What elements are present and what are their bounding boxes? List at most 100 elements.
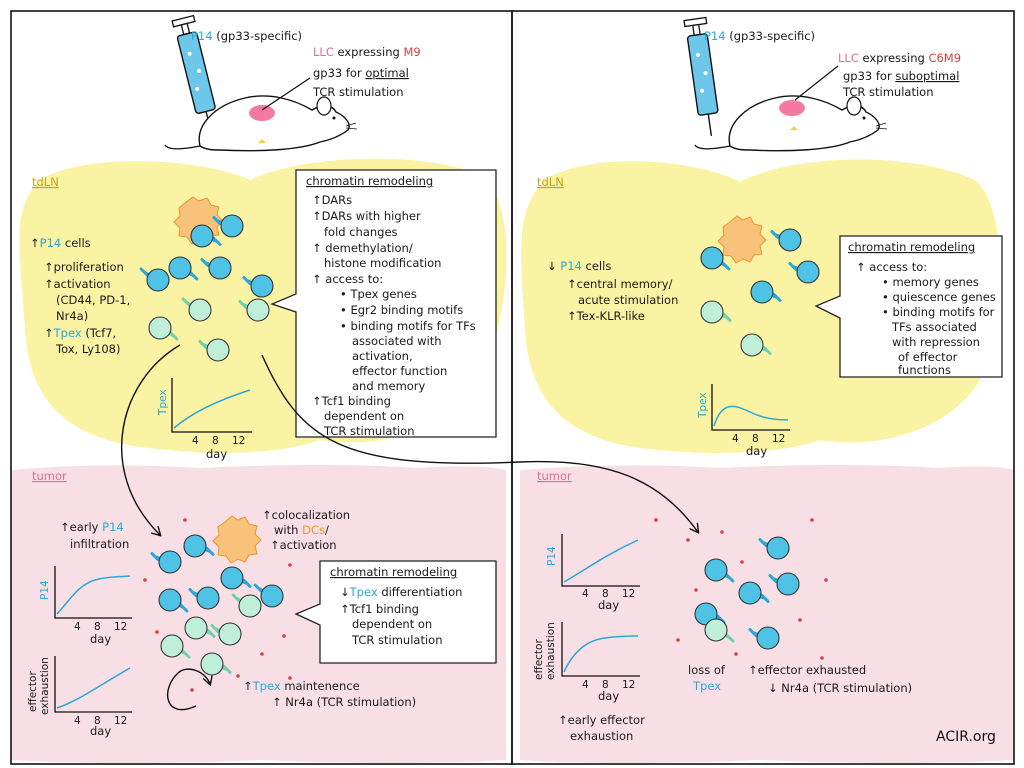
svg-text:day: day [598, 598, 619, 612]
svg-text:Tox, Ly108): Tox, Ly108) [55, 342, 120, 356]
svg-text:4: 4 [582, 679, 589, 691]
chromatin-box-tdln-left [270, 169, 497, 438]
antigen-dot [740, 560, 744, 564]
svg-text:8: 8 [602, 588, 609, 600]
svg-text:day: day [206, 447, 227, 461]
antigen-dot [288, 676, 292, 680]
plot-effector-right: effector exhaustion 4 8 12 day [533, 622, 640, 703]
t-cell-effector [190, 224, 222, 248]
tumor-label: tumor [32, 469, 67, 483]
t-cell-effector [158, 588, 189, 613]
svg-text:↑Tex-KLR-like: ↑Tex-KLR-like [567, 309, 645, 323]
svg-text:exhaustion: exhaustion [545, 622, 557, 680]
t-cell-effector [242, 274, 274, 298]
svg-text:loss of: loss of [688, 663, 726, 677]
plot-tpex-right: Tpex 4 8 12 day [697, 384, 790, 458]
svg-text:↑activation: ↑activation [270, 538, 337, 552]
t-cell-effector [768, 572, 800, 596]
antigen-dot [288, 563, 292, 567]
chromatin-box-tumor-left [294, 560, 497, 664]
svg-text:histone modification: histone modification [324, 256, 441, 270]
t-cell-effector [188, 586, 220, 610]
svg-text:4: 4 [582, 588, 589, 600]
svg-text:• quiescence genes: • quiescence genes [882, 290, 996, 304]
t-cell-tpex [700, 300, 732, 324]
t-cell-tpex [231, 593, 262, 618]
svg-text:TFs associated: TFs associated [891, 320, 977, 334]
tdln-label: tdLN [32, 175, 59, 189]
svg-text:12: 12 [114, 715, 127, 727]
svg-text:Tpex: Tpex [692, 679, 721, 693]
t-cell-effector [168, 256, 199, 281]
chromatin-list-left-tdln: ↑DARs ↑DARs with higher fold changes ↑ d… [312, 193, 476, 438]
svg-text:dependent on: dependent on [352, 617, 432, 631]
svg-text:↓ P14 cells: ↓ P14 cells [547, 259, 611, 273]
dendritic-cell-icon-tumor [212, 515, 262, 564]
svg-text:12: 12 [114, 621, 127, 633]
svg-text:exhaustion: exhaustion [39, 657, 51, 715]
tumor-region-right [520, 465, 1014, 763]
t-cell-effector [139, 267, 170, 292]
svg-text:12: 12 [232, 435, 245, 447]
svg-text:↑colocalization: ↑colocalization [262, 508, 350, 522]
plot-effector-left: effector exhaustion 4 8 12 day [27, 656, 132, 738]
svg-text:Nr4a): Nr4a) [56, 309, 88, 323]
svg-text:↑proliferation: ↑proliferation [44, 260, 124, 274]
antigen-dot [676, 638, 680, 642]
antigen-dot [824, 578, 828, 582]
svg-text:↑P14 cells: ↑P14 cells [30, 236, 91, 250]
svg-text:• binding motifs for: • binding motifs for [882, 305, 995, 319]
svg-text:↑central memory/: ↑central memory/ [567, 277, 673, 291]
t-cell-effector [738, 581, 770, 605]
svg-text:↓ Nr4a (TCR stimulation): ↓ Nr4a (TCR stimulation) [768, 681, 912, 695]
cells-layer [139, 214, 820, 676]
t-cell-effector [788, 260, 820, 284]
antigen-dot [810, 518, 814, 522]
svg-text:↑DARs with higher: ↑DARs with higher [312, 209, 421, 223]
svg-text:(CD44, PD-1,: (CD44, PD-1, [56, 293, 130, 307]
t-cell-tpex [181, 297, 212, 322]
svg-text:↑effector exhausted: ↑effector exhausted [748, 663, 866, 677]
svg-text:• Tpex genes: • Tpex genes [340, 287, 417, 301]
svg-text:effector function: effector function [352, 364, 447, 378]
svg-text:12: 12 [772, 433, 785, 445]
svg-text:8: 8 [602, 679, 609, 691]
svg-text:↑ Nr4a (TCR stimulation): ↑ Nr4a (TCR stimulation) [272, 695, 416, 709]
svg-text:of effector: of effector [898, 350, 958, 364]
t-cell-tpex [704, 618, 735, 643]
panel-right [511, 10, 1015, 765]
antigen-dot [720, 530, 724, 534]
svg-text:LLC expressing M9: LLC expressing M9 [313, 45, 421, 59]
svg-text:day: day [598, 689, 619, 703]
svg-text:P14 (gp33-specific): P14 (gp33-specific) [704, 29, 815, 43]
svg-text:day: day [90, 724, 111, 738]
tumor-region-left [12, 465, 506, 763]
svg-text:gp33 for suboptimal: gp33 for suboptimal [843, 69, 959, 83]
svg-text:Tpex: Tpex [157, 389, 169, 416]
antigen-dot [694, 588, 698, 592]
svg-text:↑Tpex maintenence: ↑Tpex maintenence [243, 679, 360, 693]
t-cell-effector [183, 534, 215, 558]
svg-text:↑ demethylation/: ↑ demethylation/ [312, 241, 413, 255]
svg-text:LLC expressing C6M9: LLC expressing C6M9 [838, 51, 961, 65]
svg-text:↓Tpex differentiation: ↓Tpex differentiation [340, 585, 462, 599]
svg-text:day: day [90, 632, 111, 646]
svg-text:4: 4 [74, 621, 81, 633]
t-cell-effector [704, 558, 735, 583]
lymph-node-right [521, 159, 1000, 453]
svg-text:associated with: associated with [352, 334, 442, 348]
svg-text:4: 4 [74, 715, 81, 727]
acir-watermark: ACIR.org [936, 729, 996, 745]
svg-text:effector: effector [533, 639, 545, 680]
mouse-icon [164, 95, 358, 152]
arrow-tdln-to-tumor-left [121, 344, 181, 535]
svg-text:day: day [746, 444, 767, 458]
svg-text:activation,: activation, [352, 349, 413, 363]
t-cell-tpex [184, 616, 216, 640]
dendritic-cell-icon-right [717, 215, 767, 264]
svg-text:↑early effector: ↑early effector [558, 713, 645, 727]
svg-text:with DCs/: with DCs/ [274, 523, 329, 537]
t-cell-tpex [210, 622, 242, 646]
t-cell-tpex [148, 316, 179, 341]
